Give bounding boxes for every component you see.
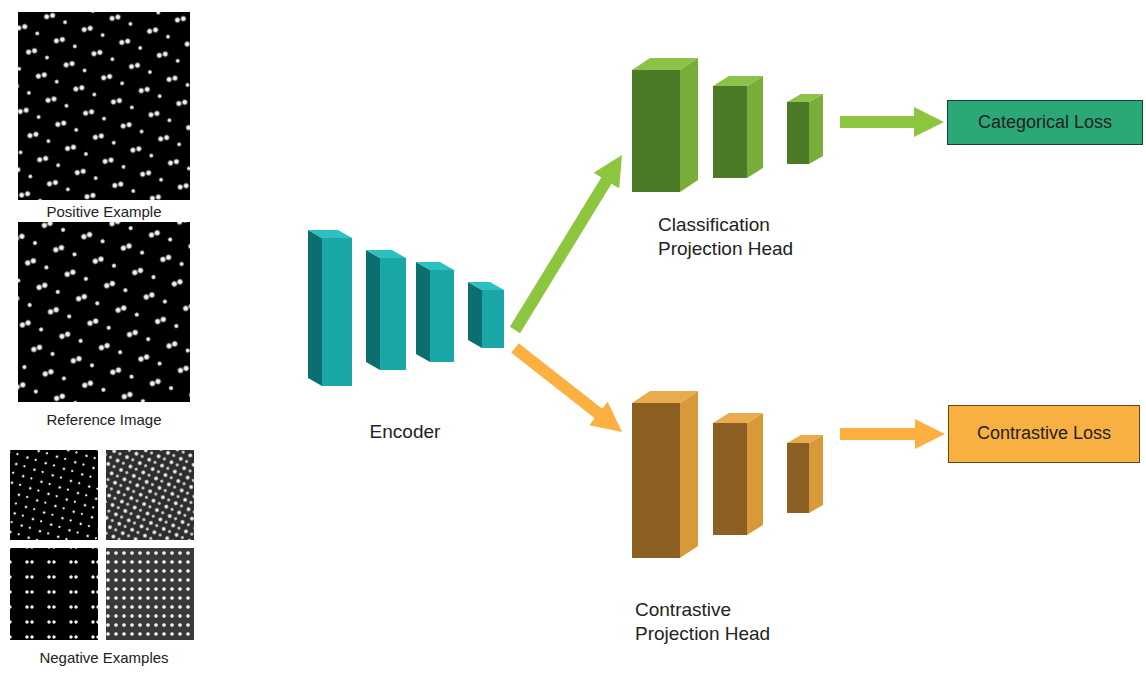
loss-box: Contrastive Loss (948, 405, 1140, 463)
flow-arrow (840, 116, 919, 128)
block-front (787, 443, 809, 513)
atom-dots (18, 12, 190, 200)
flow-arrow (840, 428, 920, 440)
block-front (322, 238, 352, 386)
image-caption: Positive Example (4, 203, 204, 220)
block-front (787, 102, 809, 164)
block-side (747, 413, 763, 535)
block-front (430, 270, 454, 362)
flow-arrow (515, 176, 609, 330)
block-label: Encoder (370, 420, 441, 445)
block-label: Classification Projection Head (658, 213, 823, 262)
block-top (713, 413, 763, 423)
block-top (632, 58, 698, 70)
block-side (680, 391, 698, 558)
block-top (787, 435, 823, 443)
image-ground (18, 222, 190, 402)
loss-label: Categorical Loss (978, 111, 1112, 134)
block-top (713, 76, 763, 86)
image-ground (106, 548, 194, 640)
block-side (747, 76, 763, 178)
block-side (680, 58, 698, 192)
image-ground (18, 12, 190, 200)
atom-dots (106, 548, 194, 640)
classification-blocks (632, 58, 823, 192)
block-top (787, 94, 823, 102)
block-front (713, 423, 747, 535)
loss-label: Contrastive Loss (977, 422, 1111, 445)
positive-image (18, 12, 190, 200)
contrastive-head: Contrastive Projection Head (625, 385, 840, 647)
flow-arrow (515, 348, 602, 417)
block-side (366, 250, 380, 370)
block-top (308, 230, 352, 238)
block-front (632, 70, 680, 192)
encoder-blocks (308, 230, 504, 386)
block-side (809, 94, 823, 164)
atom-dots (10, 450, 98, 540)
encoder-stack: Encoder (295, 222, 515, 447)
loss-box: Categorical Loss (947, 100, 1143, 145)
block-front (632, 403, 680, 558)
block-top (468, 282, 504, 290)
block-label: Contrastive Projection Head (635, 598, 800, 647)
block-front (482, 290, 504, 348)
image-caption: Negative Examples (4, 649, 204, 666)
block-top (632, 391, 698, 403)
block-top (366, 250, 406, 258)
block-side (308, 230, 322, 386)
contrastive-blocks (632, 391, 823, 558)
image-ground (106, 450, 194, 540)
block-side (809, 435, 823, 513)
block-front (380, 258, 406, 370)
atom-dots (10, 548, 98, 640)
image-ground (10, 450, 98, 540)
block-side (468, 282, 482, 348)
image-ground (10, 548, 98, 640)
block-front (713, 86, 747, 178)
atom-dots (106, 450, 194, 540)
image-caption: Reference Image (4, 411, 204, 428)
reference-image (18, 222, 190, 402)
block-side (416, 262, 430, 362)
atom-dots (18, 222, 190, 402)
classification-head: Classification Projection Head (625, 50, 840, 262)
negative-images (10, 450, 194, 640)
block-top (416, 262, 454, 270)
